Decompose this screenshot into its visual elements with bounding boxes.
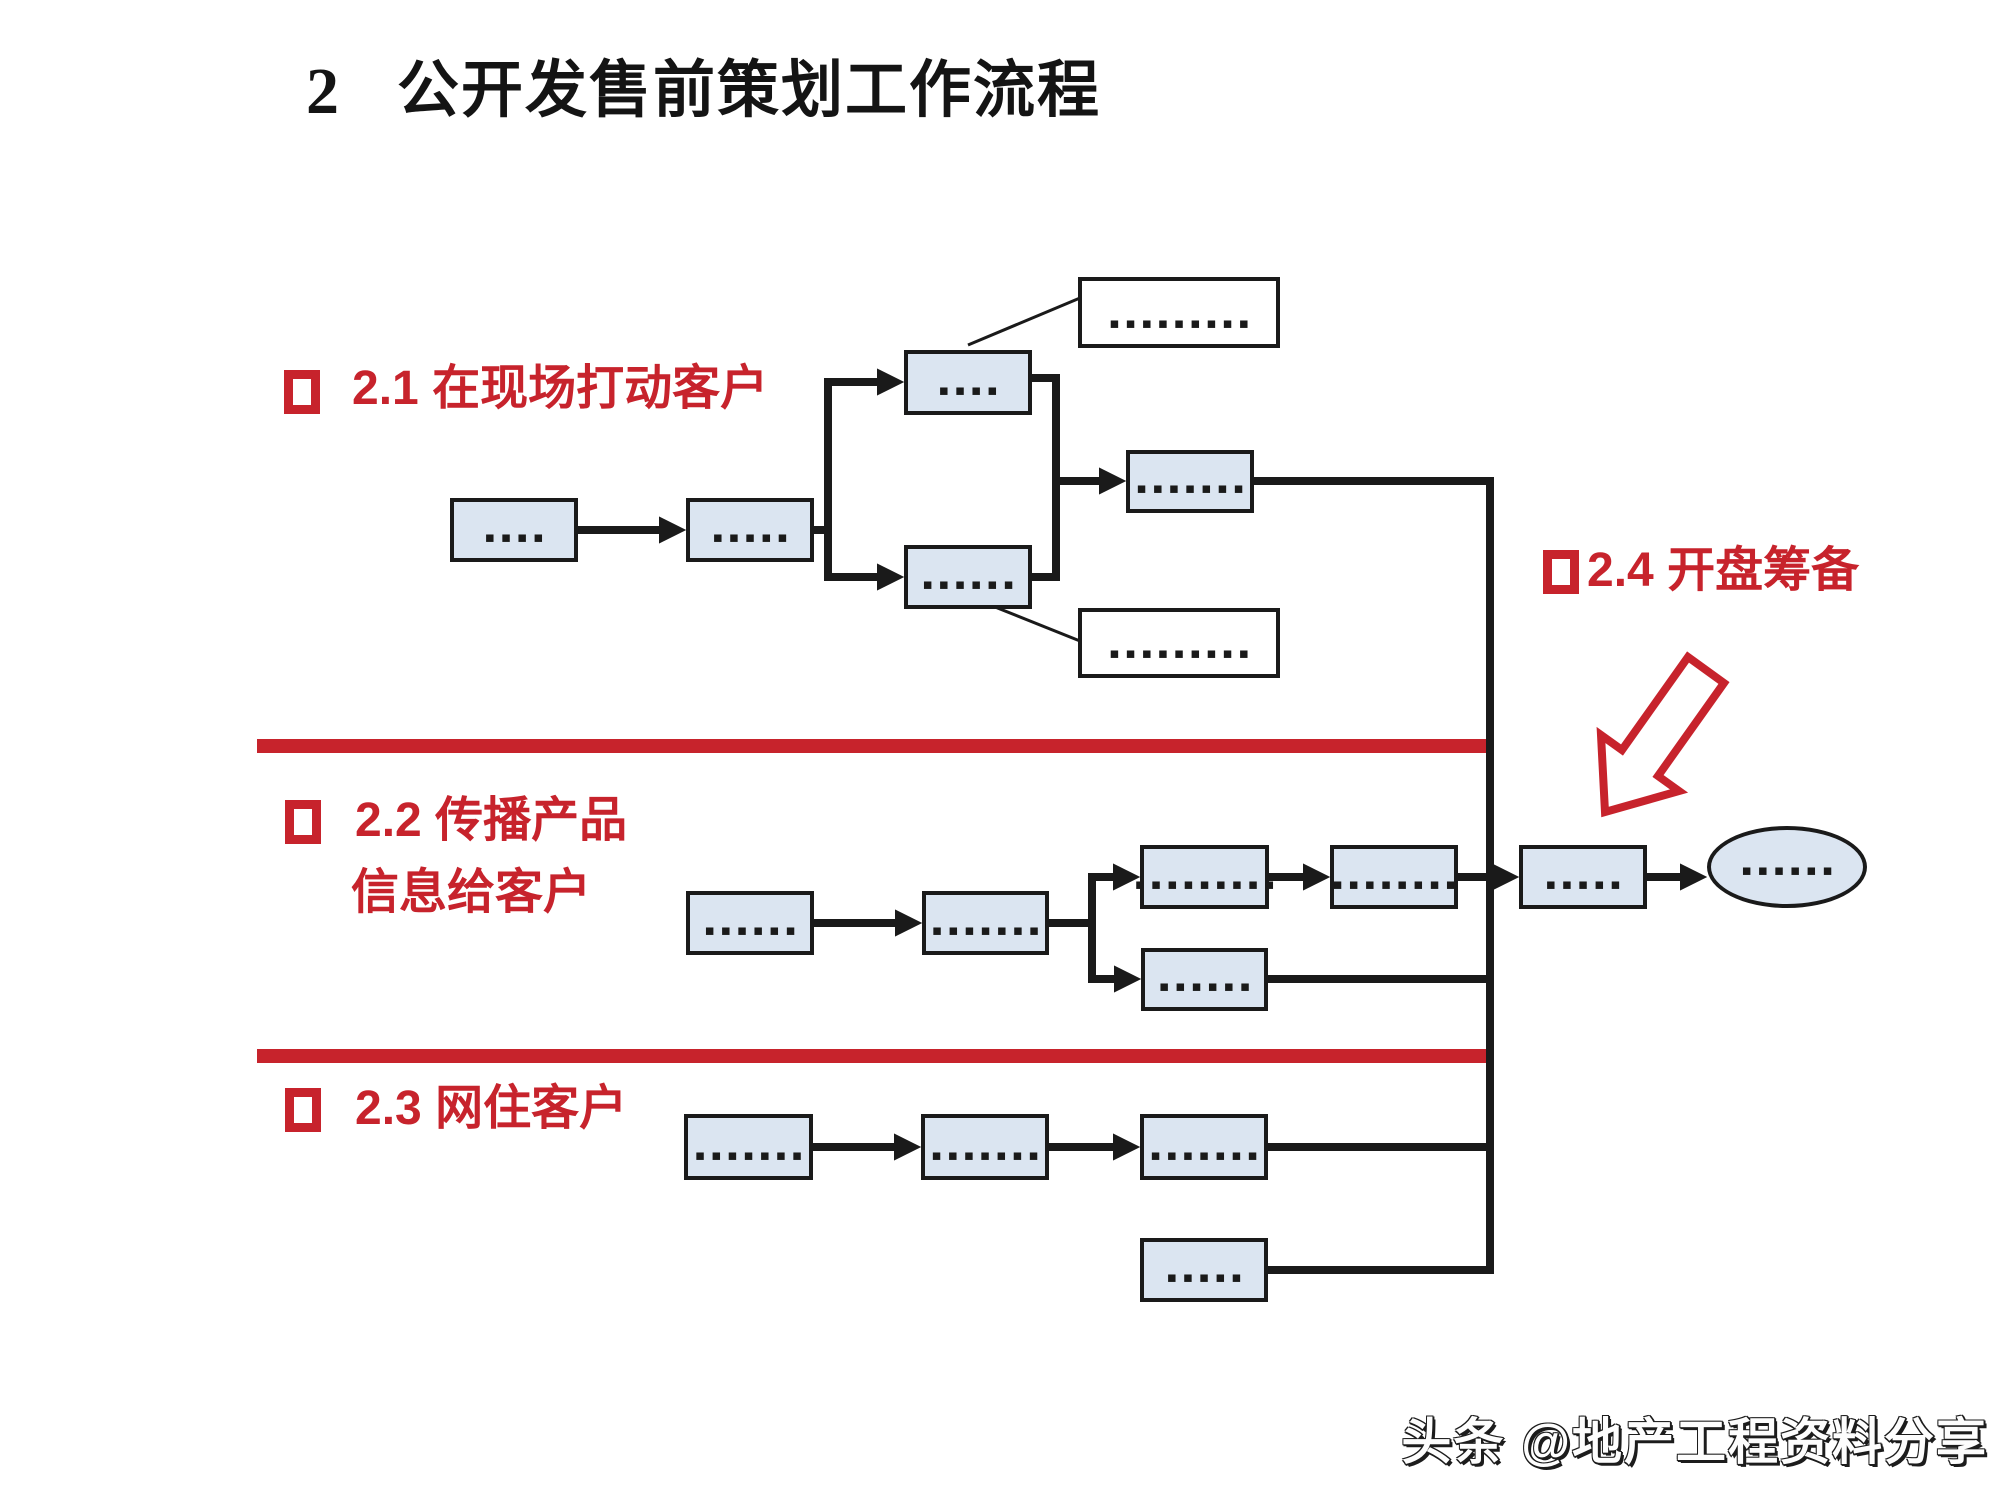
terminal-ellipse: ▪▪▪▪▪▪ — [1707, 826, 1867, 908]
watermark: 头条 @地产工程资料分享 — [1401, 1414, 1988, 1470]
callout-box-bottom: ▪▪▪▪▪▪▪▪▪ — [1078, 608, 1280, 678]
red-callout-arrow — [1596, 651, 1730, 818]
section-2-2-label-line1: 2.2 传播产品 — [355, 794, 628, 847]
slide-title-number: 2 — [306, 55, 339, 128]
section-2-2-label-line2: 信息给客户 — [351, 866, 592, 919]
slide-title: 2 公开发售前策划工作流程 — [306, 55, 1102, 129]
slide-title-text: 公开发售前策划工作流程 — [397, 57, 1102, 125]
flow-box-o: ▪▪▪▪▪ — [1140, 1238, 1268, 1302]
flow-box-h: ▪▪▪▪▪▪▪▪▪ — [1135, 845, 1274, 909]
callout-line-top — [967, 296, 1081, 347]
section-2-3-label: 2.3 网住客户 — [355, 1082, 628, 1135]
section-2-4-label: 2.4 开盘筹备 — [1587, 544, 1860, 597]
flow-box-c: ▪▪▪▪ — [904, 350, 1032, 415]
flow-box-m: ▪▪▪▪▪▪▪ — [921, 1114, 1049, 1180]
flow-box-i: ▪▪▪▪▪▪ — [1141, 948, 1268, 1011]
flow-box-e: ▪▪▪▪▪▪▪ — [1126, 450, 1254, 513]
flow-box-k: ▪▪▪▪▪ — [1519, 845, 1647, 909]
section-2-3-bullet-icon — [285, 1088, 321, 1132]
flow-box-f: ▪▪▪▪▪▪ — [686, 891, 814, 955]
flow-box-a: ▪▪▪▪ — [450, 498, 578, 562]
section-2-2-bullet-icon — [285, 800, 321, 844]
flow-box-j: ▪▪▪▪▪▪▪▪ — [1330, 845, 1458, 909]
flow-box-g: ▪▪▪▪▪▪▪ — [922, 891, 1049, 955]
section-2-1-label: 2.1 在现场打动客户 — [352, 362, 769, 415]
flow-box-b: ▪▪▪▪▪ — [686, 498, 814, 562]
section-2-1-bullet-icon — [284, 370, 320, 414]
flow-box-l: ▪▪▪▪▪▪▪ — [684, 1114, 813, 1180]
callout-box-top: ▪▪▪▪▪▪▪▪▪ — [1078, 277, 1280, 348]
flow-box-n: ▪▪▪▪▪▪▪ — [1140, 1114, 1268, 1180]
section-2-4-bullet-icon — [1543, 550, 1579, 594]
flow-box-d: ▪▪▪▪▪▪ — [904, 545, 1032, 609]
